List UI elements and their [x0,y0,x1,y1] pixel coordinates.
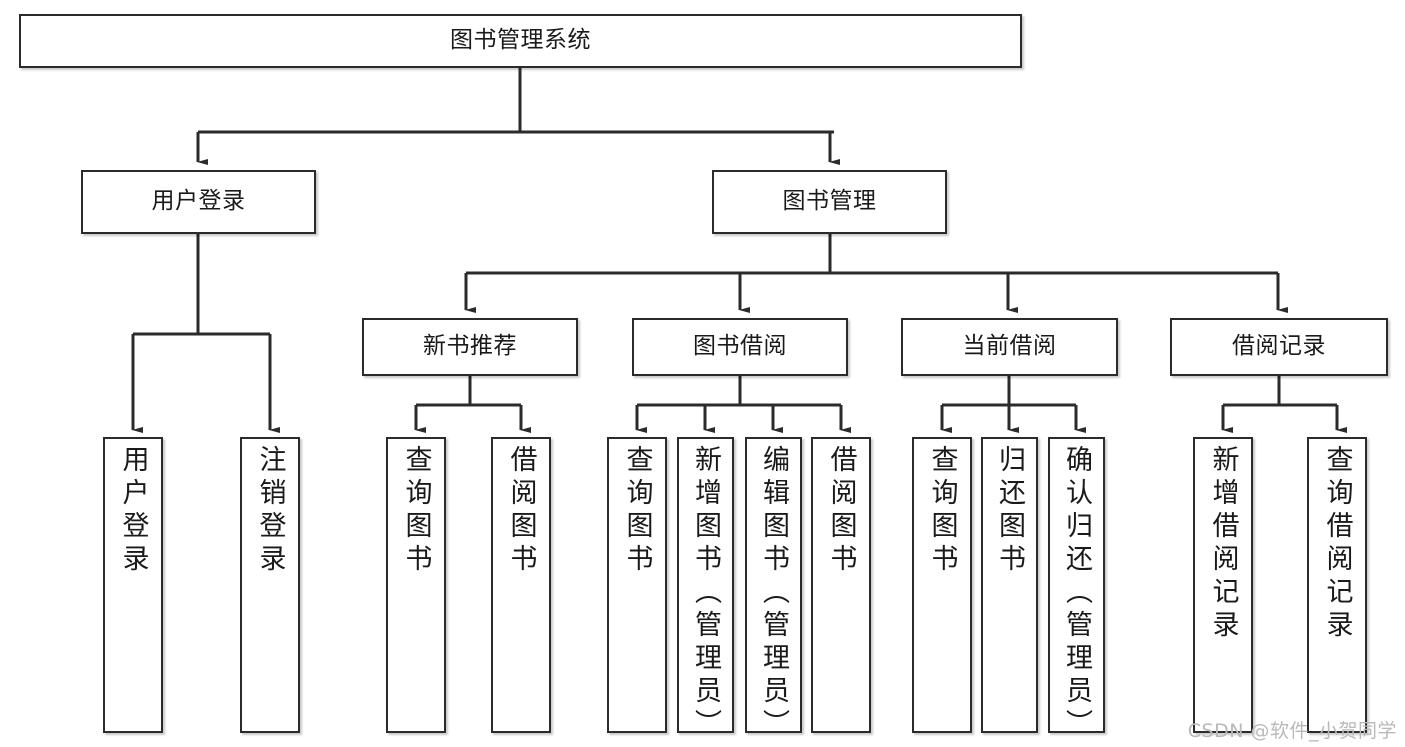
leaf-record-query[interactable]: 查询借阅记录 [1307,437,1367,733]
node-label: 当前借阅 [962,333,1057,360]
node-book-borrow[interactable]: 图书借阅 [632,318,848,376]
leaf-borrow-borrow-book[interactable]: 借阅图书 [811,437,871,733]
node-label: 新增图书（管理员） [690,445,721,742]
node-label: 新书推荐 [423,333,517,360]
node-label: 查询图书 [400,445,432,577]
node-label: 归还图书 [994,445,1025,577]
node-book-management[interactable]: 图书管理 [712,170,947,234]
leaf-borrow-edit-book[interactable]: 编辑图书（管理员） [745,437,802,742]
node-label: 用户登录 [117,445,149,577]
node-label: 编辑图书（管理员） [758,445,789,742]
node-label: 查询借阅记录 [1321,445,1353,643]
node-current-borrow[interactable]: 当前借阅 [901,318,1118,376]
node-label: 借阅图书 [825,445,857,577]
leaf-new-book-query[interactable]: 查询图书 [386,437,446,733]
node-label: 借阅记录 [1232,333,1326,360]
node-label: 查询图书 [621,445,653,577]
leaf-borrow-add-book[interactable]: 新增图书（管理员） [677,437,734,742]
node-label: 图书借阅 [693,333,787,360]
node-label: 图书管理 [782,188,877,215]
leaf-current-query-book[interactable]: 查询图书 [912,437,972,733]
leaf-borrow-query-book[interactable]: 查询图书 [607,437,667,733]
node-label: 确认归还（管理员） [1061,445,1092,742]
node-root-system[interactable]: 图书管理系统 [19,14,1022,68]
node-label: 用户登录 [151,188,246,215]
leaf-current-confirm-return[interactable]: 确认归还（管理员） [1048,437,1105,742]
leaf-new-book-borrow[interactable]: 借阅图书 [491,437,551,733]
node-new-book-recommend[interactable]: 新书推荐 [362,318,578,376]
node-label: 新增借阅记录 [1207,445,1239,643]
node-label: 查询图书 [926,445,958,577]
leaf-record-add[interactable]: 新增借阅记录 [1193,437,1253,733]
leaf-user-login-login[interactable]: 用户登录 [103,437,163,733]
node-label: 图书管理系统 [450,27,591,54]
leaf-current-return-book[interactable]: 归还图书 [981,437,1038,733]
leaf-user-login-logout[interactable]: 注销登录 [240,437,300,733]
node-user-login[interactable]: 用户登录 [81,170,316,234]
node-borrow-record[interactable]: 借阅记录 [1170,318,1388,376]
node-label: 借阅图书 [505,445,537,577]
node-label: 注销登录 [254,445,286,577]
